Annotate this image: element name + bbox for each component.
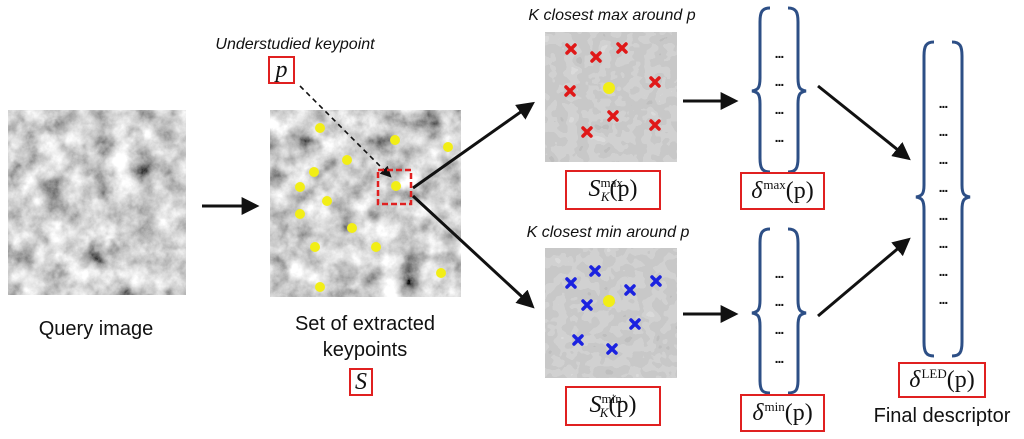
s-min-formula: SminK(p) [589,391,637,420]
keypoint-dot [390,135,400,145]
final-vector-bracket-left [915,40,935,358]
keypoint-dot [443,142,453,152]
delta-max-formula: δmax(p) [751,177,814,204]
delta-min-formula: δmin(p) [752,399,813,426]
delta-min-entry: ... [774,293,785,309]
final-descriptor-entry: ... [938,263,949,279]
final-descriptor-entry: ... [938,207,949,223]
final-vector-bracket-right [951,40,971,358]
set-symbol: S [355,368,367,395]
min-marker [565,277,577,289]
query-image-label: Query image [38,318,154,340]
min-marker [650,275,662,287]
keypoint-dot [315,282,325,292]
min-marker [629,318,641,330]
final-descriptor-entry: ... [938,235,949,251]
p-symbol-box: p [268,56,295,84]
keypoint-dot [347,223,357,233]
keypoint-dot [342,155,352,165]
delta-min-entry: ... [774,265,785,281]
keypoint-dot [295,209,305,219]
dashed-pointer-arrow [299,85,392,178]
arrow-keypoint-to-min [411,194,535,309]
set-symbol-box: S [349,368,373,396]
keypoint-dot [371,242,381,252]
final-descriptor-entry: ... [938,179,949,195]
extracted-keypoints [295,123,453,292]
min-markers [565,265,662,355]
keypoint-dot [391,181,401,191]
final-descriptor-entry: ... [938,95,949,111]
max-patch-image [545,32,677,162]
extracted-keypoints-label-line2: keypoints [322,339,408,361]
max-marker [607,110,619,122]
delta-max-vector-bracket-left [751,6,771,174]
keypoint-dot [436,268,446,278]
final-descriptor-entry: ... [938,291,949,307]
final-descriptor-entry: ... [938,123,949,139]
keypoint-dot [309,167,319,177]
final-descriptor-label: Final descriptor [873,405,1011,427]
delta-min-formula-box: δmin(p) [740,394,825,432]
delta-led-formula: δLED(p) [909,366,975,393]
arrow-delta-max-to-final [817,84,911,161]
delta-max-entry: ... [774,129,785,145]
delta-led-formula-box: δLED(p) [898,362,986,398]
delta-min-vector-bracket-right [787,227,807,395]
keypoint-dot [322,196,332,206]
keypoint-dot [310,242,320,252]
min-marker [624,284,636,296]
delta-max-entry: ... [774,101,785,117]
keypoint-dot [295,182,305,192]
max-marker [564,85,576,97]
delta-max-entry: ... [774,73,785,89]
max-marker [616,42,628,54]
delta-max-vector-bracket-right [787,6,807,174]
delta-max-formula-box: δmax(p) [740,172,825,210]
k-closest-max-title: K closest max around p [528,7,696,24]
keypoint-dot [315,123,325,133]
s-max-formula-box: SmaxK(p) [565,170,661,210]
extracted-keypoints-label-line1: Set of extracted [294,313,436,335]
min-center-keypoint [603,295,615,307]
delta-min-entry: ... [774,350,785,366]
max-markers [564,42,661,138]
query-image [8,110,186,295]
s-max-formula: SmaxK(p) [588,175,638,204]
min-marker [581,299,593,311]
delta-max-entry: ... [774,45,785,61]
max-marker [565,43,577,55]
max-marker [590,51,602,63]
selected-keypoint-box [376,168,413,206]
arrow-delta-min-to-final [817,237,911,318]
max-marker [649,76,661,88]
p-symbol: p [275,56,288,83]
keypoints-image [270,110,461,297]
understudied-keypoint-label: Understudied keypoint [215,36,375,53]
max-center-keypoint [603,82,615,94]
min-marker [572,334,584,346]
min-patch-image [545,248,677,378]
min-marker [606,343,618,355]
k-closest-min-title: K closest min around p [526,224,690,241]
delta-min-vector-bracket-left [751,227,771,395]
min-marker [589,265,601,277]
arrow-keypoint-to-max [412,101,535,190]
max-marker [649,119,661,131]
max-marker [581,126,593,138]
final-descriptor-entry: ... [938,151,949,167]
s-min-formula-box: SminK(p) [565,386,661,426]
delta-min-entry: ... [774,321,785,337]
